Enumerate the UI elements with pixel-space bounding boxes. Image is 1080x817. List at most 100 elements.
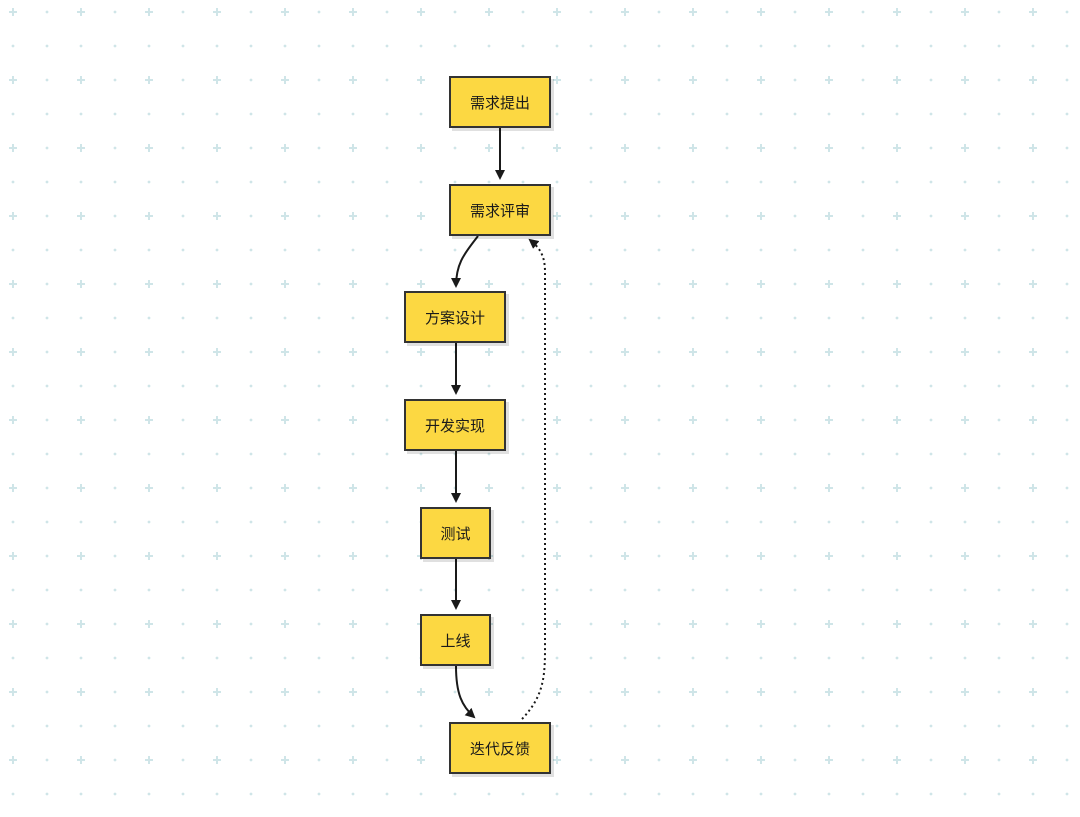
grid-dot [181,112,185,116]
grid-plus-mark [1029,348,1037,356]
grid-dot [385,316,389,320]
grid-dot [351,452,355,456]
grid-plus-mark [145,620,153,628]
grid-dot [147,180,151,184]
grid-dot [725,588,729,592]
grid-plus-mark [553,484,561,492]
grid-dot [861,486,865,490]
grid-dot [283,792,287,796]
grid-plus-mark [757,144,765,152]
grid-dot [691,112,695,116]
node-demand-review[interactable]: 需求评审 [449,184,551,236]
grid-dot [1065,10,1069,14]
grid-plus-mark [145,76,153,84]
grid-dot [385,248,389,252]
grid-plus-mark [77,76,85,84]
grid-plus-mark [349,348,357,356]
grid-dot [691,588,695,592]
grid-plus-mark [553,8,561,16]
grid-dot [861,146,865,150]
grid-dot [45,10,49,14]
grid-plus-mark [757,552,765,560]
grid-dot [113,78,117,82]
node-testing[interactable]: 测试 [420,507,491,559]
grid-dot [521,690,525,694]
grid-plus-mark [689,688,697,696]
grid-dot [725,248,729,252]
grid-plus-mark [145,8,153,16]
grid-dot [351,384,355,388]
node-iteration-feedback[interactable]: 迭代反馈 [449,722,551,774]
grid-plus-mark [757,280,765,288]
grid-plus-mark [213,688,221,696]
grid-dot [759,792,763,796]
grid-dot [521,180,525,184]
grid-dot [351,588,355,592]
grid-dot [827,520,831,524]
grid-dot [113,690,117,694]
grid-dot [929,180,933,184]
grid-dot [793,452,797,456]
grid-dot [657,486,661,490]
grid-plus-mark [349,756,357,764]
grid-dot [827,248,831,252]
grid-dot [385,350,389,354]
grid-dot [419,792,423,796]
grid-plus-mark [893,280,901,288]
grid-plus-mark [349,144,357,152]
grid-dot [963,180,967,184]
grid-plus-mark [757,212,765,220]
grid-dot [657,10,661,14]
grid-dot [385,180,389,184]
grid-dot [317,588,321,592]
grid-dot [793,724,797,728]
grid-dot [861,44,865,48]
grid-plus-mark [281,552,289,560]
grid-plus-mark [1029,212,1037,220]
grid-plus-mark [757,76,765,84]
node-demand-raise[interactable]: 需求提出 [449,76,551,128]
node-development[interactable]: 开发实现 [404,399,506,451]
grid-dot [249,10,253,14]
node-solution-design[interactable]: 方案设计 [404,291,506,343]
grid-plus-mark [553,416,561,424]
grid-plus-mark [961,756,969,764]
grid-plus-mark [961,620,969,628]
grid-dot [521,316,525,320]
grid-dot [249,146,253,150]
grid-dot [419,248,423,252]
grid-dot [861,384,865,388]
grid-dot [317,248,321,252]
grid-dot [351,180,355,184]
grid-plus-mark [281,484,289,492]
grid-plus-mark [1029,8,1037,16]
grid-dot [657,588,661,592]
grid-dot [1031,316,1035,320]
grid-dot [589,520,593,524]
grid-dot [1065,792,1069,796]
grid-plus-mark [213,280,221,288]
grid-dot [725,10,729,14]
grid-dot [657,554,661,558]
node-launch[interactable]: 上线 [420,614,491,666]
grid-plus-mark [77,348,85,356]
grid-dot [623,792,627,796]
grid-dot [1065,554,1069,558]
grid-dot [181,418,185,422]
grid-plus-mark [349,76,357,84]
grid-dot [79,44,83,48]
grid-dot [997,248,1001,252]
grid-plus-mark [9,76,17,84]
grid-plus-mark [689,8,697,16]
grid-plus-mark [825,76,833,84]
grid-dot [113,44,117,48]
grid-plus-mark [961,416,969,424]
grid-dot [79,452,83,456]
grid-dot [385,418,389,422]
grid-dot [725,350,729,354]
grid-plus-mark [145,348,153,356]
grid-dot [385,282,389,286]
grid-dot [385,384,389,388]
grid-dot [793,656,797,660]
grid-plus-mark [961,144,969,152]
